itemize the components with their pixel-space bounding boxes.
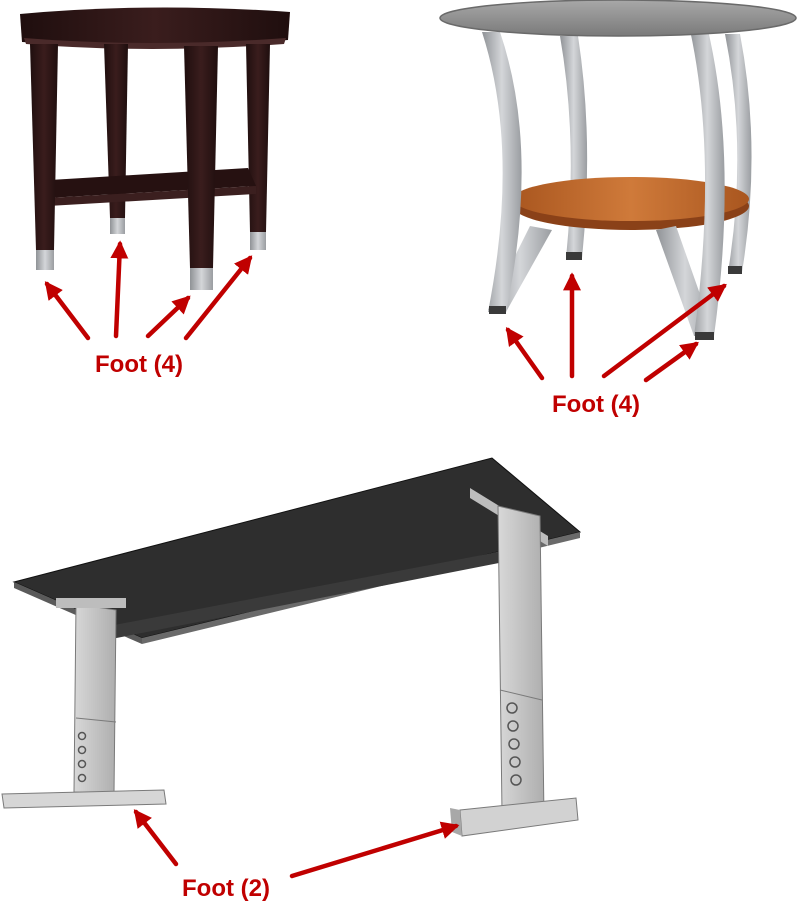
- foot: [695, 332, 714, 340]
- foot-cap: [110, 218, 125, 234]
- table-top: [20, 7, 290, 45]
- arrow: [292, 826, 456, 876]
- foot: [728, 266, 742, 274]
- arrow: [136, 812, 176, 864]
- round-glass-table: [440, 0, 796, 340]
- foot-label-desk: Foot (2): [182, 875, 270, 902]
- arrow: [116, 244, 120, 336]
- foot-cap: [36, 250, 54, 270]
- arrow: [148, 298, 188, 336]
- arrow: [47, 284, 88, 338]
- leg: [246, 44, 270, 232]
- leg: [725, 34, 752, 272]
- glass-top: [440, 0, 796, 36]
- standing-desk: [2, 458, 580, 836]
- foot-label-table-2: Foot (4): [552, 391, 640, 418]
- foot-cap: [250, 232, 266, 250]
- foot-label-table-1: Foot (4): [95, 351, 183, 378]
- dark-wood-side-table: [20, 7, 290, 290]
- arrows-table-1: [47, 244, 250, 338]
- leg: [74, 604, 116, 794]
- foot-cap: [190, 268, 213, 290]
- arrow: [508, 330, 542, 378]
- foot: [566, 252, 582, 260]
- foot: [2, 790, 166, 808]
- foot: [489, 306, 506, 314]
- foot: [460, 798, 578, 836]
- arrows-desk: [136, 812, 456, 876]
- leg: [30, 44, 58, 250]
- leg: [498, 506, 544, 818]
- leg: [184, 46, 218, 268]
- arrow: [646, 344, 696, 380]
